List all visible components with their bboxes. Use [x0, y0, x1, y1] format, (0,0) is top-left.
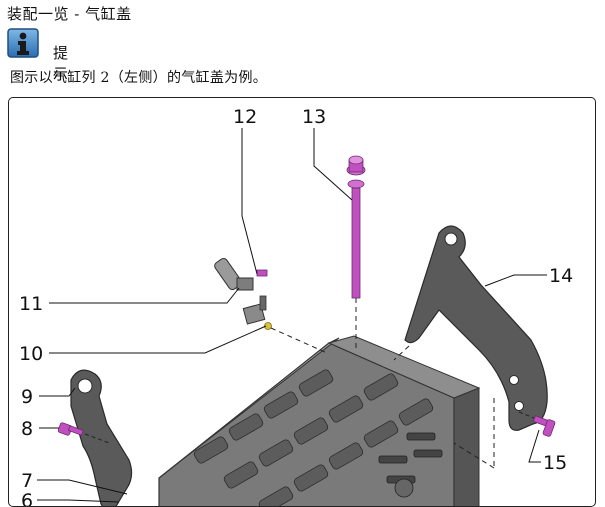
- callout-15: 15: [543, 452, 567, 474]
- cylinder-head-illustration: 12 13 14 11 10 9 8 15 7 6: [19, 106, 573, 507]
- bracket-bolt-right: [532, 415, 556, 437]
- note-text: 图示以气缸列 2（左侧）的气缸盖为例。: [10, 70, 268, 86]
- callout-6: 6: [21, 490, 33, 507]
- callout-8: 8: [21, 418, 33, 440]
- page-title: 装配一览 - 气缸盖: [7, 5, 132, 23]
- cylinder-head: [158, 335, 481, 506]
- cylinder-head-bolt: [346, 155, 366, 299]
- lifting-bracket-left: [70, 369, 133, 506]
- callout-12: 12: [233, 106, 257, 128]
- callout-10: 10: [19, 343, 43, 365]
- callout-11: 11: [19, 293, 43, 315]
- sensor-assembly: [214, 257, 272, 330]
- callout-14: 14: [549, 265, 573, 287]
- callout-13: 13: [302, 106, 326, 128]
- hint-label: 提示: [53, 44, 69, 83]
- exploded-view-figure: 12 13 14 11 10 9 8 15 7 6: [8, 97, 596, 507]
- callout-7: 7: [21, 470, 33, 492]
- bracket-bolt-left: [57, 422, 84, 436]
- callout-9: 9: [21, 386, 33, 408]
- info-icon: [7, 28, 39, 58]
